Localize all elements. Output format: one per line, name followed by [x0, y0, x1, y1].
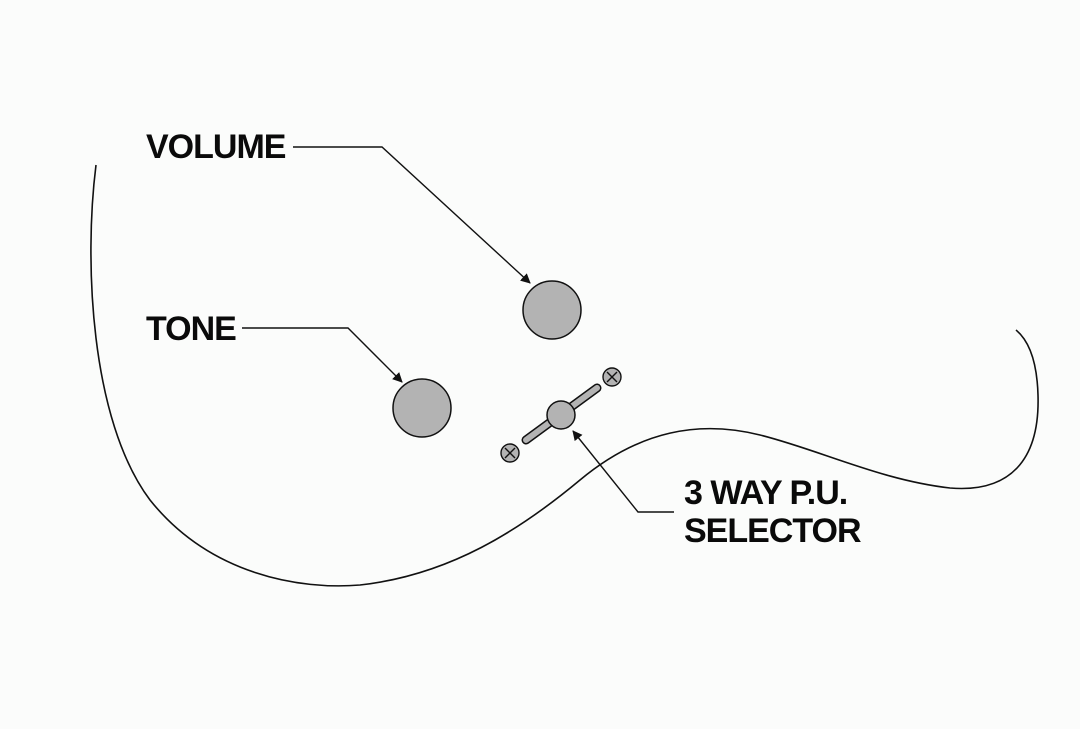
selector-label-line-2: SELECTOR	[684, 512, 861, 550]
guitar-body-outline	[90, 164, 1039, 587]
tone-label: TONE	[146, 310, 236, 348]
lower-screw-icon	[500, 443, 520, 463]
volume-leader-arrow	[293, 146, 531, 284]
selector-leader-arrow	[572, 430, 674, 513]
upper-screw-icon	[602, 367, 622, 387]
tone-knob[interactable]	[392, 378, 452, 438]
selector-label-line-1: 3 WAY P.U.	[684, 474, 847, 512]
volume-knob[interactable]	[522, 280, 582, 340]
volume-label: VOLUME	[146, 128, 286, 166]
selector-tip[interactable]	[546, 400, 576, 430]
tone-leader-arrow	[242, 327, 403, 383]
pickup-selector-switch[interactable]	[521, 383, 602, 445]
